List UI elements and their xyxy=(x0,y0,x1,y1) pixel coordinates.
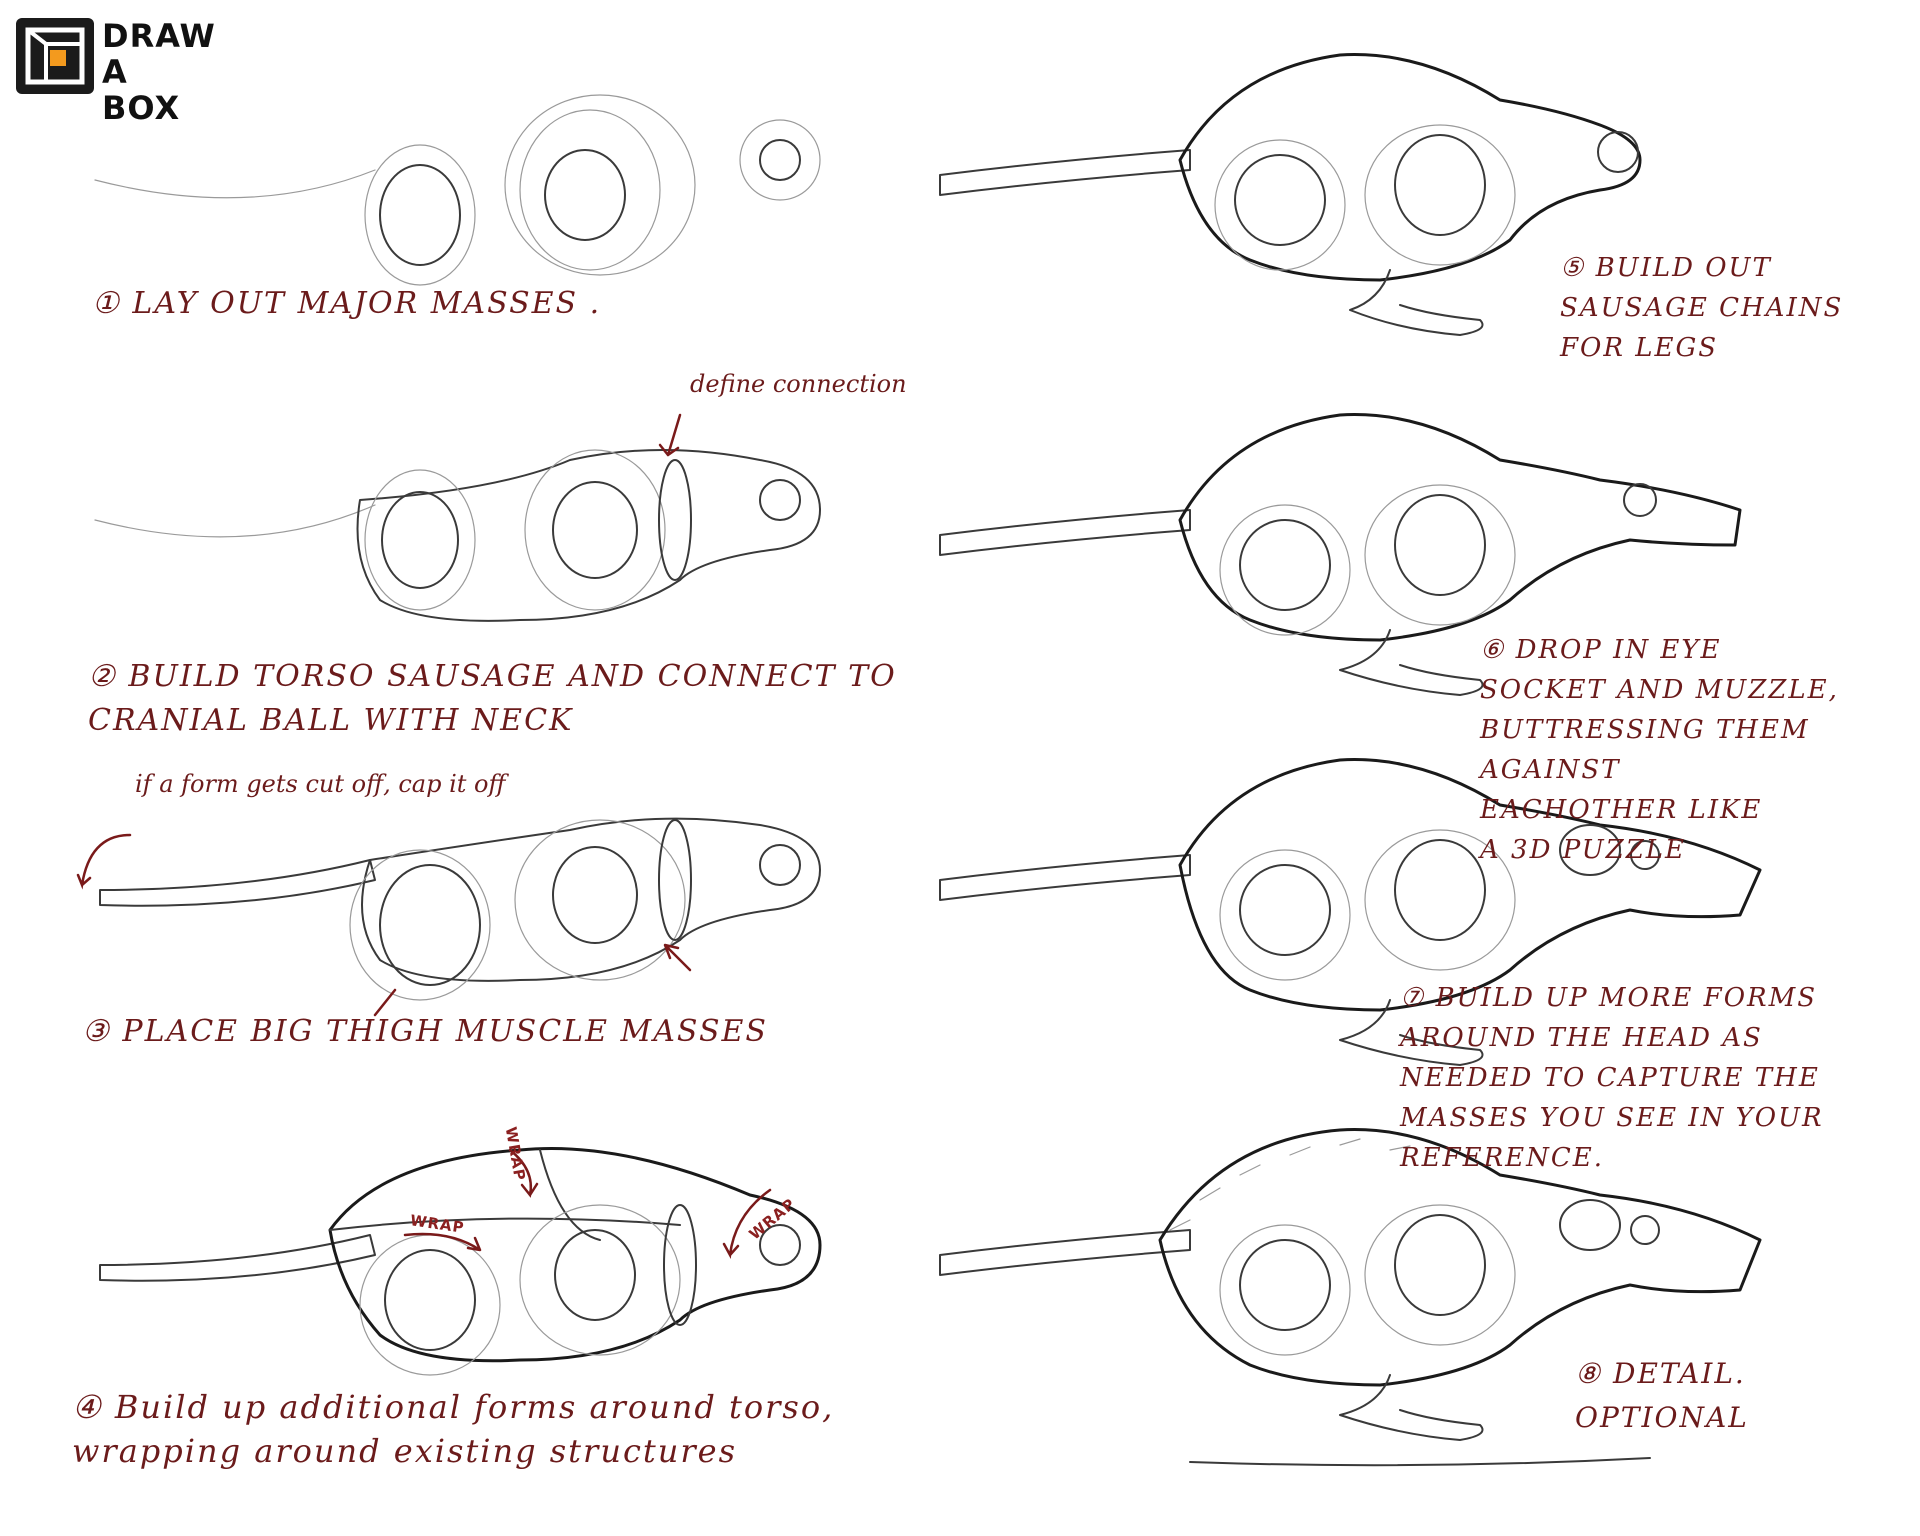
step-1-caption: ① LAY OUT MAJOR MASSES . xyxy=(92,286,602,321)
cap-it-off-note: if a form gets cut off, cap it off xyxy=(135,770,506,798)
logo-line-1: DRAW xyxy=(102,17,216,55)
step1-drawing xyxy=(94,94,821,286)
logo-line-2: A BOX xyxy=(102,53,181,127)
step-5-caption: ⑤ BUILD OUT SAUSAGE CHAINS FOR LEGS xyxy=(1560,253,1844,363)
step6-drawing xyxy=(939,413,1742,696)
logo-text: DRAW A BOX xyxy=(102,18,216,126)
step-4-caption: ④ Build up additional forms around torso… xyxy=(72,1388,835,1470)
step-2-caption: ② BUILD TORSO SAUSAGE AND CONNECT TO CRA… xyxy=(88,659,897,738)
step3-drawing xyxy=(76,817,821,1017)
step-7-caption: ⑦ BUILD UP MORE FORMS AROUND THE HEAD AS… xyxy=(1400,983,1824,1173)
step5-drawing xyxy=(939,53,1642,336)
step2-drawing xyxy=(94,413,821,622)
step4-drawing xyxy=(99,1147,822,1376)
step-3-caption: ③ PLACE BIG THIGH MUSCLE MASSES xyxy=(82,1014,768,1049)
box-logo-icon xyxy=(16,18,94,94)
draw-a-box-logo: DRAW A BOX xyxy=(16,16,215,126)
step8-drawing xyxy=(939,1128,1762,1467)
step-6-caption: ⑥ DROP IN EYE SOCKET AND MUZZLE, BUTTRES… xyxy=(1480,635,1839,865)
step-8-caption: ⑧ DETAIL. OPTIONAL xyxy=(1575,1357,1749,1434)
define-connection-note: define connection xyxy=(690,370,907,398)
step7-drawing xyxy=(939,758,1762,1066)
